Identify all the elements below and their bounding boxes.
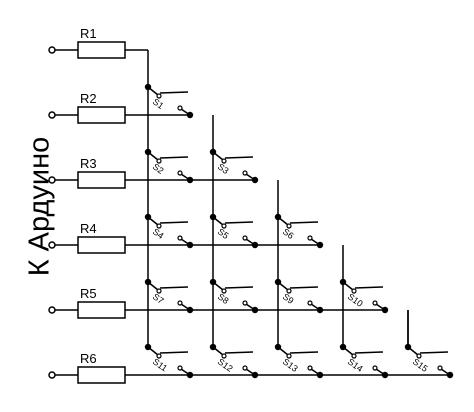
- switch-label: S14: [346, 356, 365, 373]
- switch-blade: [354, 286, 384, 289]
- switch-contact: [286, 353, 292, 359]
- switch-contact: [351, 288, 357, 294]
- switch-row-junction: [251, 306, 259, 314]
- resistor-label: R1: [80, 26, 97, 41]
- switch-blade: [289, 286, 319, 289]
- switch-label: S2: [151, 161, 166, 176]
- switch-label: S10: [346, 291, 365, 308]
- switch-lead: [277, 346, 289, 356]
- resistor-body: [77, 171, 126, 189]
- switch-blade: [159, 351, 189, 354]
- switch-row-junction: [251, 241, 259, 249]
- switch-lead: [147, 216, 159, 226]
- switch-lead: [212, 346, 224, 356]
- switch-blade: [354, 351, 384, 354]
- switch-label: S1: [151, 96, 166, 111]
- input-terminal: [48, 111, 56, 119]
- switch-label: S4: [151, 226, 166, 241]
- resistor-label: R6: [80, 351, 97, 366]
- resistor-body: [77, 236, 126, 254]
- switch-row-junction: [316, 306, 324, 314]
- switch-lead: [407, 346, 419, 356]
- switch-blade: [289, 351, 319, 354]
- switch-label: S8: [216, 291, 231, 306]
- switch-contact: [156, 93, 162, 99]
- switch-label: S3: [216, 161, 231, 176]
- switch-blade: [224, 286, 254, 289]
- switch-label: S12: [216, 356, 235, 373]
- switch-contact: [221, 353, 227, 359]
- switch-label: S6: [281, 226, 296, 241]
- switch-lead: [147, 151, 159, 161]
- switch-blade: [159, 221, 189, 224]
- switch-row-junction: [186, 241, 194, 249]
- resistor-body: [77, 301, 126, 319]
- arduino-connection-label: К Ардуино: [24, 121, 56, 291]
- switch-lead: [147, 86, 159, 96]
- switch-contact: [156, 288, 162, 294]
- resistor-body: [77, 41, 126, 59]
- switch-row-junction: [381, 306, 389, 314]
- switch-row-junction: [186, 306, 194, 314]
- switch-lead: [342, 281, 354, 291]
- switch-contact: [286, 288, 292, 294]
- resistor-label: R3: [80, 156, 97, 171]
- switch-lead: [212, 281, 224, 291]
- switch-lead: [147, 346, 159, 356]
- switch-contact: [221, 288, 227, 294]
- resistor-body: [77, 106, 126, 124]
- switch-contact: [156, 353, 162, 359]
- input-terminal: [48, 46, 56, 54]
- switch-label: S13: [281, 356, 300, 373]
- switch-blade: [159, 91, 189, 94]
- switch-label: S11: [151, 356, 169, 373]
- input-terminal: [48, 371, 56, 379]
- switch-contact: [416, 353, 422, 359]
- switch-row-junction: [316, 371, 324, 379]
- switch-lead: [277, 216, 289, 226]
- switch-lead: [277, 281, 289, 291]
- switch-contact: [286, 223, 292, 229]
- resistor-label: R5: [80, 286, 97, 301]
- resistor-body: [77, 366, 126, 384]
- resistor-label: R2: [80, 91, 97, 106]
- switch-contact: [351, 353, 357, 359]
- switch-row-junction: [316, 241, 324, 249]
- input-terminal: [48, 306, 56, 314]
- switch-contact: [156, 158, 162, 164]
- switch-lead: [212, 216, 224, 226]
- switch-label: S7: [151, 291, 166, 306]
- switch-label: S5: [216, 226, 231, 241]
- switch-label: S15: [411, 356, 430, 373]
- switch-row-junction: [446, 371, 454, 379]
- switch-row-junction: [381, 371, 389, 379]
- switch-blade: [419, 351, 449, 354]
- switch-row-junction: [186, 176, 194, 184]
- switch-row-junction: [251, 176, 259, 184]
- resistor-label: R4: [80, 221, 97, 236]
- switch-lead: [147, 281, 159, 291]
- switch-row-junction: [251, 371, 259, 379]
- switch-blade: [289, 221, 319, 224]
- side-label-text: К Ардуино: [23, 136, 56, 276]
- switch-blade: [224, 221, 254, 224]
- switch-contact: [221, 158, 227, 164]
- switch-lead: [342, 346, 354, 356]
- switch-label: S9: [281, 291, 296, 306]
- switch-lead: [212, 151, 224, 161]
- switch-blade: [224, 156, 254, 159]
- switch-row-junction: [186, 111, 194, 119]
- switch-blade: [159, 286, 189, 289]
- switch-blade: [159, 156, 189, 159]
- switch-contact: [156, 223, 162, 229]
- switch-blade: [224, 351, 254, 354]
- switch-contact: [221, 223, 227, 229]
- switch-row-junction: [186, 371, 194, 379]
